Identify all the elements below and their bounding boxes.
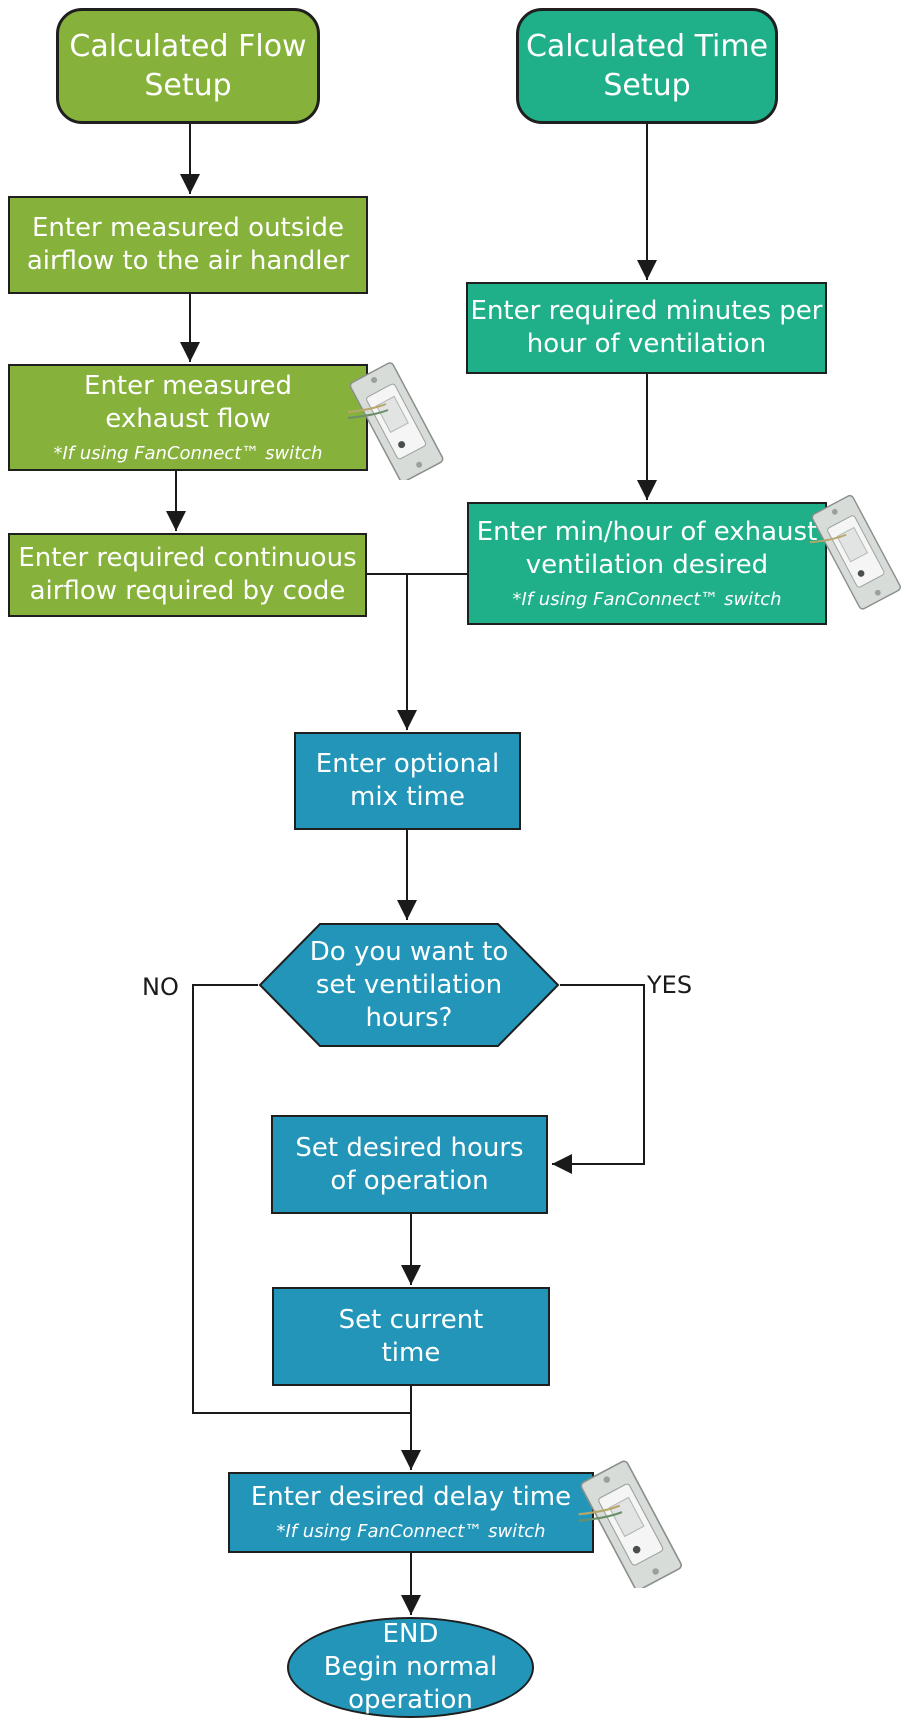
step-hours-operation-text: Set desired hours of operation	[295, 1132, 524, 1196]
step-exhaust-flow-note: *If using FanConnect™ switch	[53, 442, 323, 464]
branch-no-label: NO	[142, 973, 179, 1001]
step-mix-time: Enter optional mix time	[294, 732, 521, 830]
step-delay-time-note: *If using FanConnect™ switch	[276, 1521, 546, 1542]
fanconnect-switch-icon	[809, 494, 901, 610]
step-outside-airflow: Enter measured outside airflow to the ai…	[8, 196, 368, 294]
step-minutes-per-hour: Enter required minutes per hour of venti…	[466, 282, 827, 374]
step-exhaust-flow-text: Enter measured exhaust flow	[84, 370, 292, 434]
step-continuous-airflow-text: Enter required continuous airflow requir…	[18, 543, 357, 606]
fanconnect-switch-icon	[347, 362, 444, 480]
time-setup-title-text: Calculated Time Setup	[525, 29, 769, 103]
step-outside-airflow-text: Enter measured outside airflow to the ai…	[26, 213, 350, 276]
step-exhaust-min-hour-note: *If using FanConnect™ switch	[512, 588, 782, 610]
step-current-time: Set current time	[272, 1287, 550, 1386]
step-exhaust-flow: Enter measured exhaust flow *If using Fa…	[8, 364, 368, 471]
end-terminal: END Begin normal operation	[287, 1617, 534, 1718]
step-delay-time-text: Enter desired delay time	[250, 1482, 572, 1512]
time-setup-title: Calculated Time Setup	[516, 8, 778, 124]
decision-ventilation-hours: Do you want to set ventilation hours?	[258, 922, 560, 1048]
step-exhaust-min-hour: Enter min/hour of exhaust ventilation de…	[467, 502, 827, 625]
step-exhaust-min-hour-text: Enter min/hour of exhaust ventilation de…	[476, 516, 818, 580]
step-current-time-text: Set current time	[338, 1304, 484, 1368]
step-delay-time: Enter desired delay time *If using FanCo…	[228, 1472, 594, 1553]
connector-no-branch	[192, 984, 411, 1414]
step-hours-operation: Set desired hours of operation	[271, 1115, 548, 1214]
connector-yes-branch	[552, 984, 645, 1174]
flow-setup-title-text: Calculated Flow Setup	[69, 29, 307, 103]
step-mix-time-text: Enter optional mix time	[315, 749, 500, 812]
step-continuous-airflow: Enter required continuous airflow requir…	[8, 533, 367, 617]
flow-setup-title: Calculated Flow Setup	[56, 8, 320, 124]
decision-ventilation-hours-text: Do you want to set ventilation hours?	[309, 936, 509, 1033]
end-terminal-text: END Begin normal operation	[323, 1619, 498, 1715]
step-minutes-per-hour-text: Enter required minutes per hour of venti…	[470, 296, 823, 359]
fanconnect-switch-icon	[578, 1460, 682, 1588]
branch-yes-label: YES	[647, 971, 693, 999]
decision-hexagon-shape	[258, 923, 560, 1047]
